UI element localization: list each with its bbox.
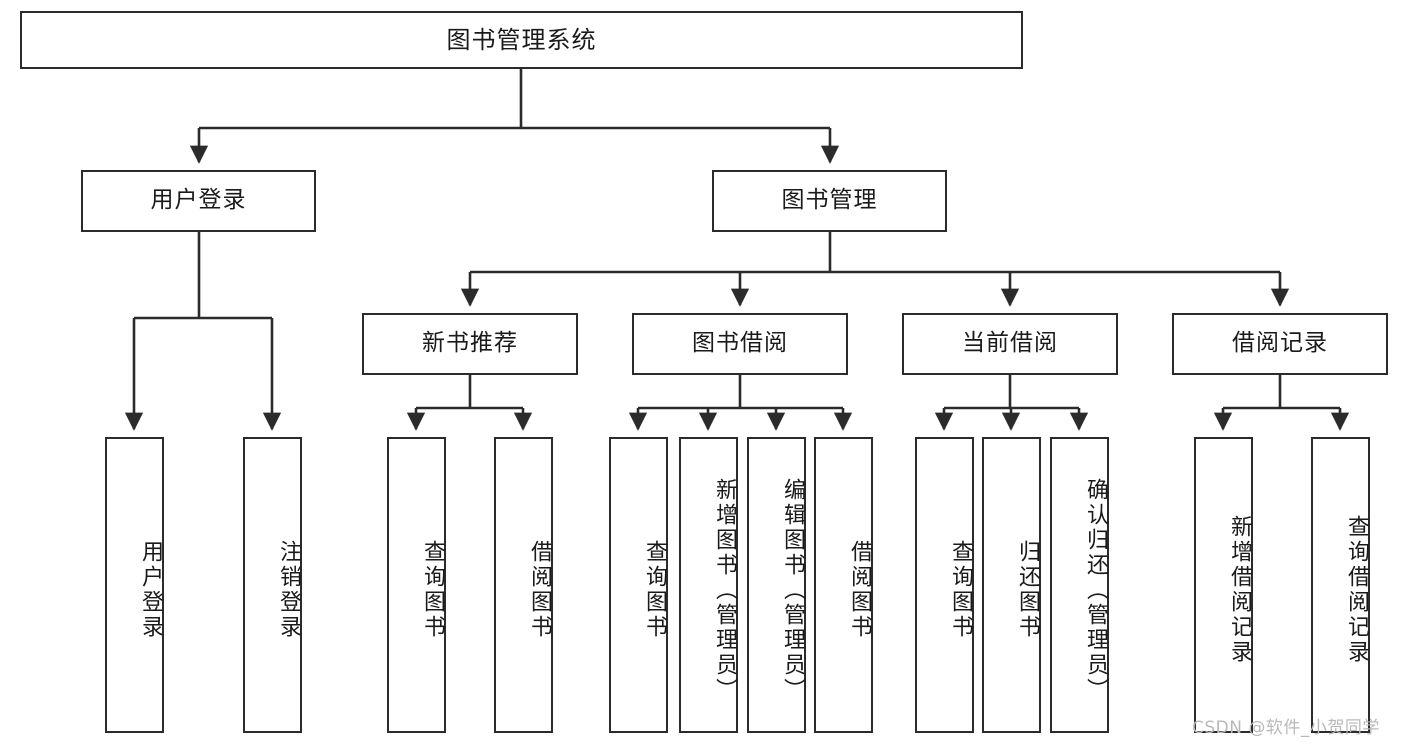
node-current-borrow[interactable]: 当前借阅 [902,313,1118,375]
node-label: 图书管理系统 [446,25,597,54]
node-label: 图书管理 [781,187,878,214]
node-label: 新书推荐 [422,330,518,357]
node-label: 确认归还（管理员） [1083,477,1108,703]
leaf-book-borrow-edit[interactable]: 编辑图书（管理员） [747,437,806,733]
node-label: 归还图书 [1015,540,1040,640]
leaf-borrow-record-add[interactable]: 新增借阅记录 [1194,437,1253,733]
node-label: 新增借阅记录 [1227,515,1252,665]
csdn-watermark: CSDN @软件_小贺同学 [1192,718,1380,738]
leaf-book-borrow-add[interactable]: 新增图书（管理员） [679,437,738,733]
node-label: 编辑图书（管理员） [780,477,805,703]
leaf-current-borrow-confirm-return[interactable]: 确认归还（管理员） [1050,437,1109,733]
node-label: 新增图书（管理员） [712,477,737,703]
leaf-book-borrow-borrow[interactable]: 借阅图书 [814,437,873,733]
leaf-current-borrow-query[interactable]: 查询图书 [915,437,974,733]
node-book-borrow[interactable]: 图书借阅 [632,313,848,375]
node-label: 用户登录 [138,540,163,640]
node-root-book-management-system[interactable]: 图书管理系统 [20,11,1023,69]
node-label: 注销登录 [276,540,301,640]
node-label: 用户登录 [150,187,247,214]
node-book-management[interactable]: 图书管理 [712,170,947,232]
node-label: 借阅图书 [527,540,552,640]
node-label: 查询图书 [420,540,445,640]
node-label: 查询图书 [642,540,667,640]
node-label: 图书借阅 [692,330,788,357]
node-label: 借阅图书 [847,540,872,640]
node-new-book-recommend[interactable]: 新书推荐 [362,313,578,375]
node-label: 查询图书 [948,540,973,640]
node-borrow-record[interactable]: 借阅记录 [1172,313,1388,375]
node-label: 查询借阅记录 [1344,515,1369,665]
node-label: 当前借阅 [962,330,1058,357]
leaf-user-login-logout[interactable]: 注销登录 [243,437,302,733]
leaf-user-login-login[interactable]: 用户登录 [105,437,164,733]
leaf-borrow-record-query[interactable]: 查询借阅记录 [1311,437,1370,733]
leaf-current-borrow-return[interactable]: 归还图书 [982,437,1041,733]
node-user-login[interactable]: 用户登录 [81,170,316,232]
leaf-book-borrow-query[interactable]: 查询图书 [609,437,668,733]
node-label: 借阅记录 [1232,330,1328,357]
leaf-new-book-query[interactable]: 查询图书 [387,437,446,733]
leaf-new-book-borrow[interactable]: 借阅图书 [494,437,553,733]
